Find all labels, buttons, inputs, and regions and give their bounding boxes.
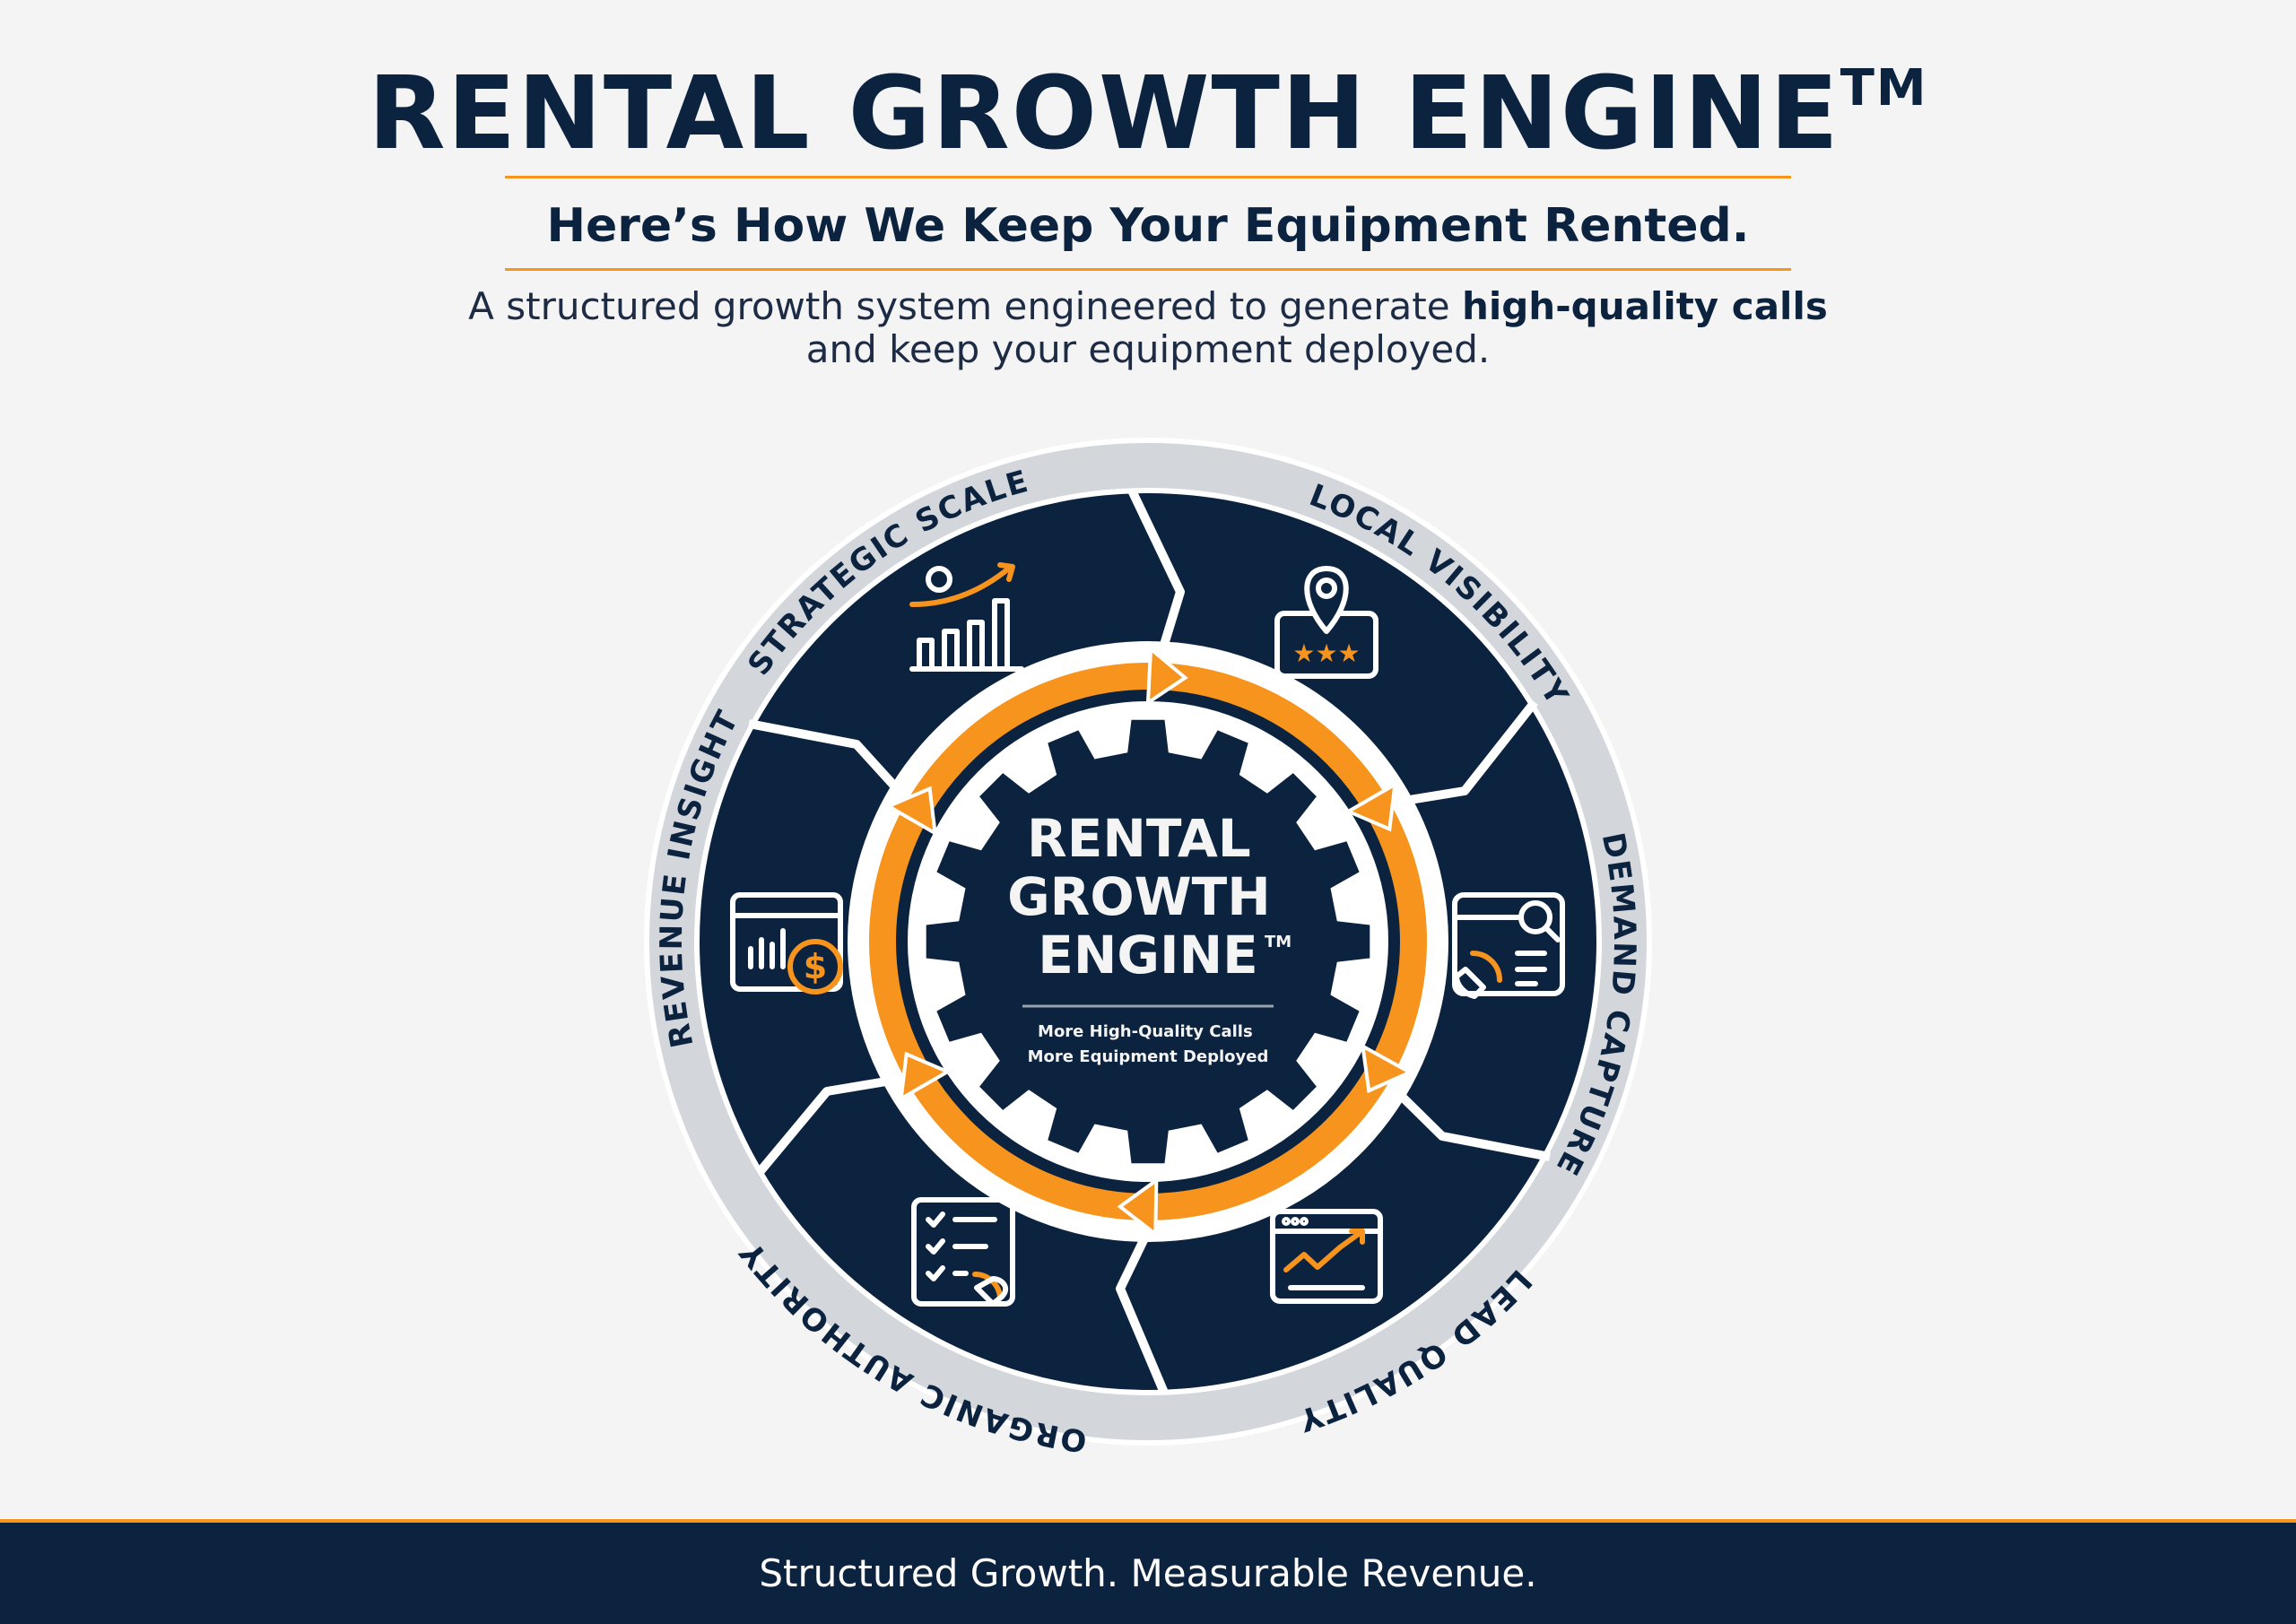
subtitle: Here’s How We Keep Your Equipment Rented… (546, 199, 1750, 253)
svg-text:$: $ (804, 947, 827, 986)
growth-chart-gear-icon (909, 562, 1024, 672)
title-text: RENTAL GROWTH ENGINE (368, 56, 1840, 172)
map-pin-rating-icon: ★★★ (1274, 566, 1378, 679)
center-title-line-1: RENTAL (1027, 808, 1251, 869)
gear-shape (926, 719, 1370, 1164)
dashboard-dollar-icon: $ (730, 892, 843, 994)
description-text: A structured growth system engineered to… (468, 284, 1462, 328)
divider-bottom (505, 268, 1791, 271)
page-title: RENTAL GROWTH ENGINETM (0, 56, 2296, 172)
svg-text:★★★: ★★★ (1292, 638, 1360, 668)
cycle-arrowhead (1344, 781, 1397, 832)
cycle-arrowhead (1145, 645, 1188, 707)
description-bold: high-quality calls (1461, 284, 1828, 328)
checklist-phone-icon (911, 1197, 1015, 1307)
center-title-line-2: GROWTH (1007, 866, 1271, 927)
cycle-arrowhead (899, 1051, 952, 1102)
description: A structured growth system engineered to… (0, 285, 2296, 371)
footer-tagline: Structured Growth. Measurable Revenue. (759, 1551, 1537, 1595)
center-title-line-3: ENGINE (1038, 925, 1258, 986)
cycle-arrowhead (1117, 1177, 1159, 1238)
svg-text:RENTAL GROWTH ENGINE: RENTAL GROWTH ENGINE (1007, 808, 1289, 986)
center-tagline-2: More Equipment Deployed (1028, 1047, 1269, 1066)
phone-search-icon (1452, 892, 1565, 999)
cycle-arrowhead (1360, 1043, 1414, 1094)
svg-text:More High-Quality Calls Mo: More High-Quality Calls More Equipment D… (1028, 1022, 1269, 1066)
divider-top (505, 176, 1791, 178)
description-text-2: and keep your equipment deployed. (805, 327, 1491, 371)
browser-trend-icon (1270, 1209, 1383, 1304)
footer-banner: Structured Growth. Measurable Revenue. (0, 1519, 2296, 1624)
cycle-arrowhead (884, 786, 938, 837)
trademark: TM (1839, 59, 1928, 117)
center-tagline-1: More High-Quality Calls (1038, 1022, 1253, 1041)
center-trademark: TM (1265, 933, 1292, 951)
